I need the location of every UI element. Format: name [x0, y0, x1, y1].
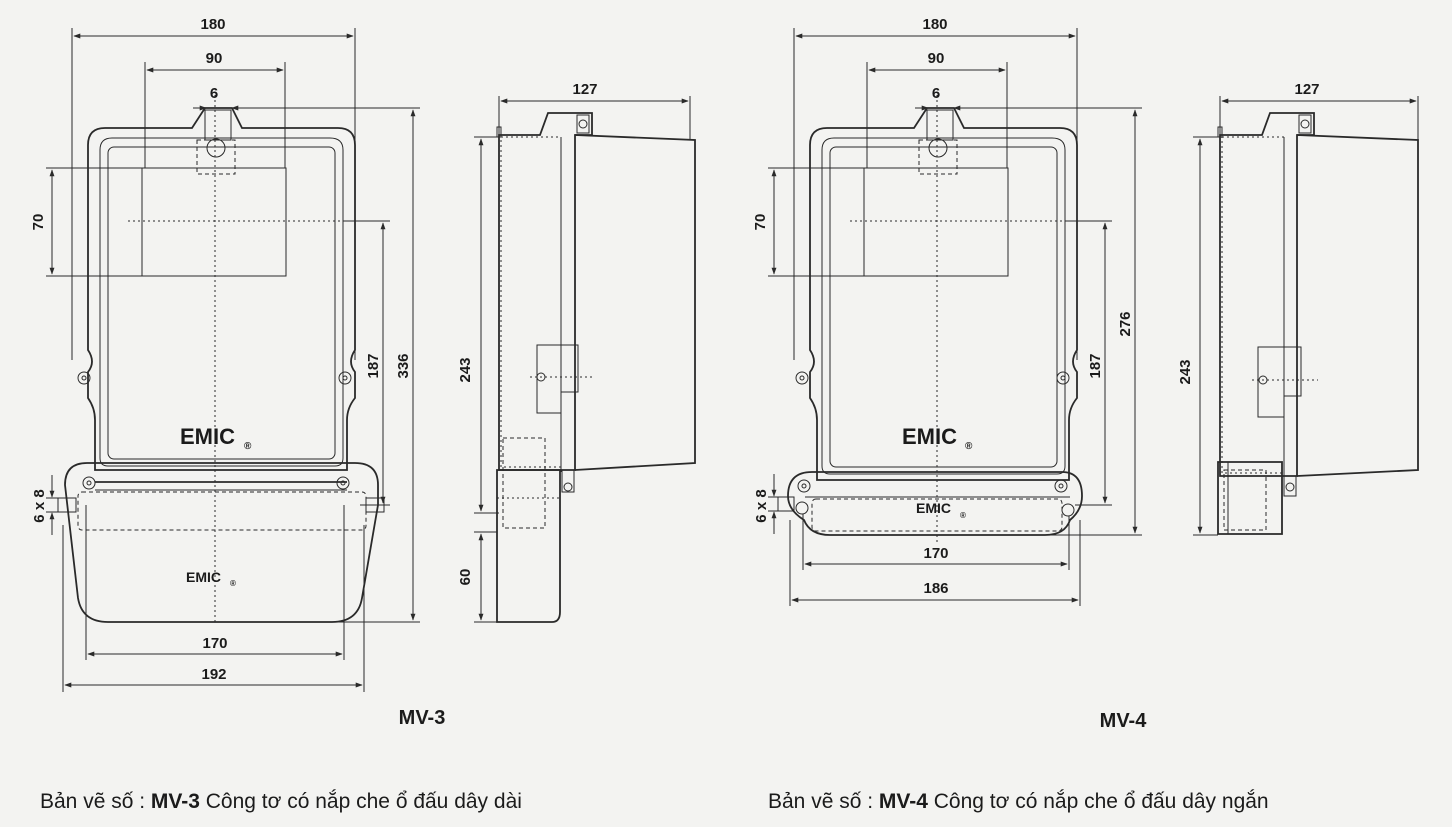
mv3-front-dimensions: 180 90 6 70 187 336 6 x 8 170 192 — [30, 16, 420, 692]
mv4-caption-code: MV-4 — [878, 790, 928, 813]
mv3-dim-cover-60: 60 — [457, 569, 474, 586]
mv4-side-dimensions: 127 243 — [1177, 81, 1419, 536]
mv3-cover-brand-reg: ® — [230, 579, 236, 588]
mv3-dim-holes-170: 170 — [202, 635, 227, 652]
mv4-caption-text: Công tơ có nắp che ổ đấu dây ngắn — [927, 790, 1269, 813]
mv4-dim-window-90: 90 — [928, 50, 945, 67]
mv4-brand-reg: ® — [965, 441, 973, 452]
mv3-cover-brand-label: EMIC — [186, 569, 221, 585]
mv4-dim-hole-6x8: 6 x 8 — [753, 489, 770, 522]
mv4-cover-brand-label: EMIC — [916, 500, 951, 516]
mv4-dim-height-187: 187 — [1087, 353, 1104, 378]
mv3-caption-prefix: Bản vẽ số : — [40, 790, 151, 813]
mv3-dim-height-336: 336 — [395, 353, 412, 378]
mv4-cover-brand-reg: ® — [960, 511, 966, 520]
mv4-dim-seal-6: 6 — [932, 85, 940, 102]
mv4-dim-window-70: 70 — [752, 214, 769, 231]
mv3-dim-width-180: 180 — [200, 16, 225, 33]
mv3-dim-window-70: 70 — [30, 214, 47, 231]
mv4-dim-height-276: 276 — [1117, 311, 1134, 336]
mv3-dim-seal-6: 6 — [210, 85, 218, 102]
mv3-caption: Bản vẽ số : MV-3 Công tơ có nắp che ổ đấ… — [40, 790, 522, 814]
mv4-dim-width-180: 180 — [922, 16, 947, 33]
mv3-dim-hole-6x8: 6 x 8 — [31, 489, 48, 522]
mv4-caption-prefix: Bản vẽ số : — [768, 790, 879, 813]
mv3-side-view — [496, 112, 696, 623]
mv3-dim-width-192: 192 — [201, 666, 226, 683]
mv4-side-view — [1217, 112, 1419, 535]
mv3-dim-depth-127: 127 — [572, 81, 597, 98]
mv4-dim-width-186: 186 — [923, 580, 948, 597]
mv3-caption-text: Công tơ có nắp che ổ đấu dây dài — [199, 790, 522, 813]
mv4-front-dimensions: 180 90 6 70 187 276 6 x 8 170 186 — [752, 16, 1142, 606]
mv3-brand-reg: ® — [244, 441, 252, 452]
mv4-dim-height-243: 243 — [1177, 359, 1194, 384]
mv3-dim-height-187: 187 — [365, 353, 382, 378]
mv3-front-view: EMIC ® EMIC ® — [57, 95, 385, 625]
mv3-dim-height-243: 243 — [457, 357, 474, 382]
mv3-side-dimensions: 127 243 60 — [457, 81, 691, 623]
mv4-dim-holes-170: 170 — [923, 545, 948, 562]
mv4-front-view: EMIC ® EMIC ® — [777, 95, 1105, 545]
mv3-caption-code: MV-3 — [150, 790, 200, 813]
mv3-dim-window-90: 90 — [206, 50, 223, 67]
mv4-brand-label: EMIC — [902, 424, 957, 449]
mv4-dim-depth-127: 127 — [1294, 81, 1319, 98]
mv3-brand-label: EMIC — [180, 424, 235, 449]
mv4-title: MV-4 — [1100, 710, 1148, 732]
mv3-title: MV-3 — [399, 707, 446, 729]
mv4-caption: Bản vẽ số : MV-4 Công tơ có nắp che ổ đấ… — [768, 790, 1269, 814]
